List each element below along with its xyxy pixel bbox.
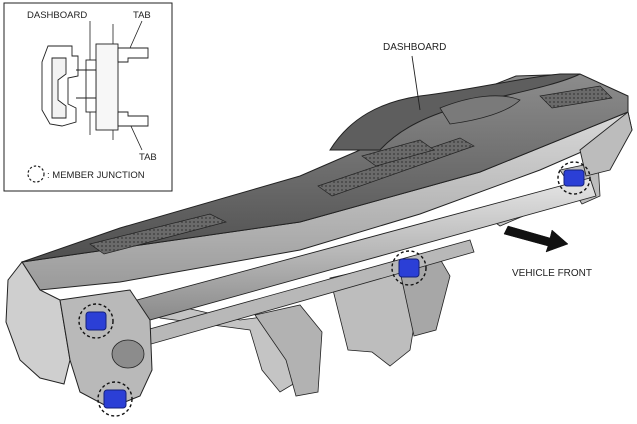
inset-tab-top-leader — [129, 20, 143, 49]
member-junction-front-left-upper — [78, 303, 114, 339]
inset-detail: DASHBOARD TAB TAB : MEMBER JUNCTION — [3, 2, 173, 192]
member-junction-right — [557, 161, 591, 195]
main-dashboard-leader — [411, 55, 421, 111]
vehicle-front-label: VEHICLE FRONT — [512, 268, 592, 279]
left-side-bracket — [59, 289, 153, 409]
inset-tab-bottom-label: TAB — [139, 152, 157, 163]
dashboard-illustration: DASHBOARD VEHICLE FRONT — [5, 42, 633, 417]
member-junction-legend-icon — [27, 165, 45, 183]
right-end-panel — [579, 111, 633, 177]
inset-tab-top-label: TAB — [133, 10, 151, 21]
vehicle-front-arrow-icon — [503, 225, 569, 253]
inset-dashboard-section — [41, 43, 149, 131]
inset-tab-bottom-leader — [129, 123, 143, 151]
defroster-grille-left — [89, 213, 227, 255]
meter-hood-curve — [439, 95, 521, 125]
speaker-grille — [361, 139, 435, 167]
main-dashboard-label: DASHBOARD — [383, 42, 446, 53]
member-junction-front-left-lower — [97, 381, 133, 417]
left-bracket-hole — [111, 339, 145, 369]
inset-dashboard-label: DASHBOARD — [27, 10, 87, 21]
left-end-panel — [5, 261, 71, 385]
defroster-grille-right — [539, 85, 613, 109]
member-junction-center — [391, 250, 427, 286]
meter-hood — [329, 73, 581, 151]
inset-legend-label: : MEMBER JUNCTION — [47, 170, 145, 181]
